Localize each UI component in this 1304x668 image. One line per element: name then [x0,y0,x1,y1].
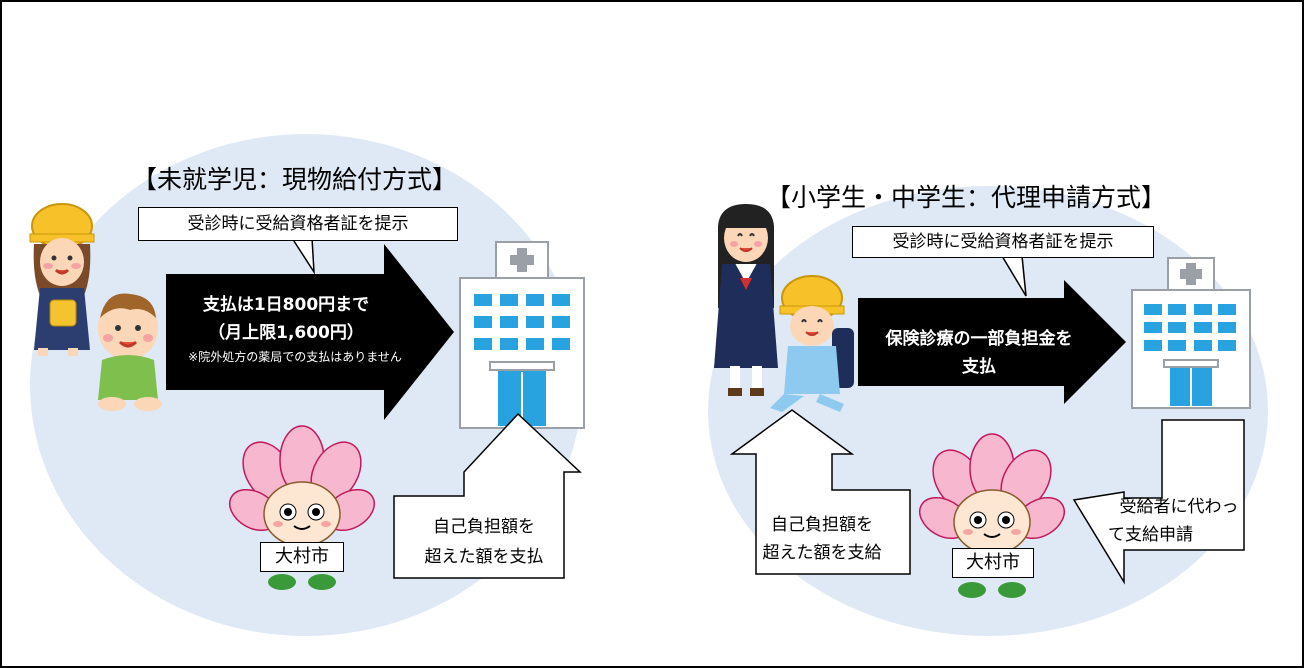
right-hospital-icon [1131,257,1251,409]
left-note-pointer [291,237,315,275]
left-arrow-line2: （月上限1,600円） [208,323,364,343]
right-note-box: 受診時に受給資格者証を提示 [852,226,1154,258]
right-arrow-line1: 保険診療の一部負担金を [885,329,1073,349]
right-application-arrow [1072,419,1245,585]
left-reimburse-line1: 自己負担額を [433,517,535,537]
left-note-box: 受診時に受給資格者証を提示 [138,207,458,241]
school-children-illustration [714,204,854,412]
left-reimburse-arrow [393,412,582,579]
preschool-children-illustration [29,203,162,411]
omura-mascot-left [229,425,375,590]
left-city-label: 大村市 [260,542,344,572]
left-hospital-icon [459,241,585,429]
right-arrow-line2: 支払 [962,357,996,377]
right-application-line1: 受給者に代わっ [1119,497,1239,517]
left-reimburse-line2: 超えた額を支払 [424,547,544,567]
left-title: 【未就学児：現物給付方式】 [132,165,458,194]
right-payment-arrow [858,280,1126,404]
right-reimburse-line2: 超えた額を支給 [762,543,882,563]
right-title: 【小学生・中学生：代理申請方式】 [766,183,1167,212]
right-application-line2: て支給申請 [1108,525,1193,545]
left-payment-arrow [166,244,454,420]
right-note-pointer [1001,255,1027,297]
left-arrow-line1: 支払は1日800円まで [202,295,370,315]
omura-mascot-right [919,433,1065,598]
right-reimburse-arrow [729,409,911,575]
right-city-label: 大村市 [952,548,1034,578]
left-arrow-note: ※院外処方の薬局での支払はありません [188,350,402,364]
right-reimburse-line1: 自己負担額を [771,515,873,535]
